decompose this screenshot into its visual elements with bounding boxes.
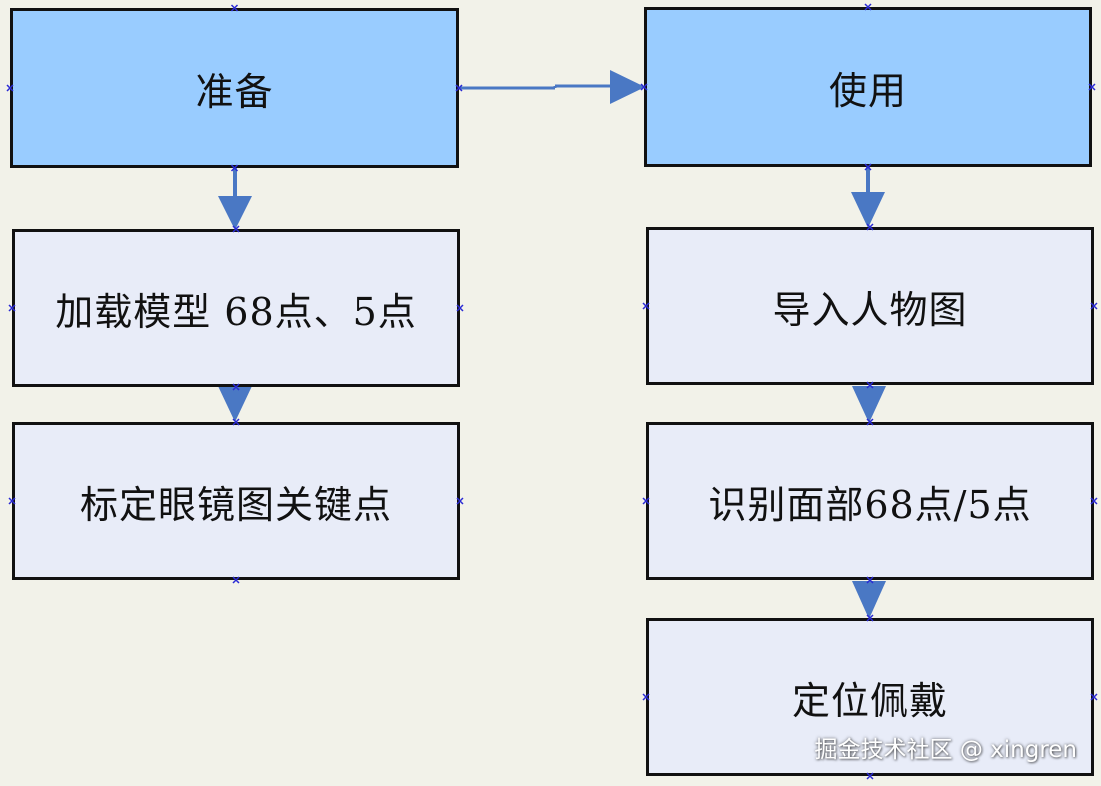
position-wear-box: 定位佩戴: [646, 618, 1094, 776]
arrow-load-model-to-calibrate: [218, 386, 252, 422]
position-wear-label: 定位佩戴: [791, 678, 948, 723]
arrow-detect-to-wear: [852, 581, 886, 619]
load-model-box: 加载模型 68点、5点: [12, 229, 460, 387]
use-title: 使用: [828, 68, 907, 113]
calibrate-glasses-label: 标定眼镜图关键点: [79, 482, 392, 527]
load-model-label: 加载模型 68点、5点: [55, 289, 417, 334]
detect-face-label: 识别面部68点/5点: [708, 482, 1032, 527]
watermark: 掘金技术社区 @ xingren: [814, 737, 1077, 763]
arrow-import-to-detect: [852, 386, 886, 423]
use-box: 使用: [644, 7, 1092, 167]
arrow-prepare-to-load-model: [218, 167, 252, 230]
arrow-use-to-import: [851, 165, 885, 228]
prepare-box: 准备: [10, 8, 459, 168]
import-person-label: 导入人物图: [772, 287, 968, 332]
import-person-box: 导入人物图: [646, 227, 1094, 385]
arrow-prepare-to-use: [458, 70, 645, 104]
detect-face-box: 识别面部68点/5点: [646, 422, 1094, 580]
prepare-title: 准备: [195, 69, 274, 114]
calibrate-glasses-box: 标定眼镜图关键点: [12, 422, 460, 580]
